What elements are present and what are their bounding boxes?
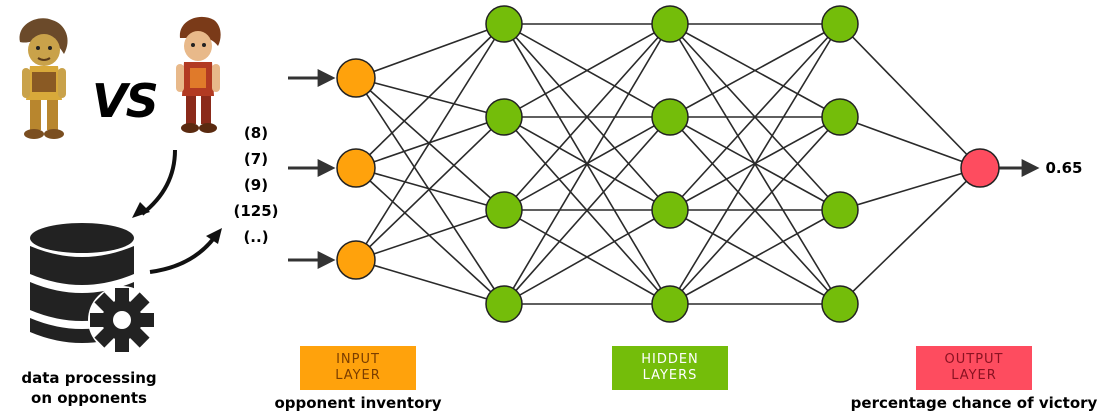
connection-line	[669, 209, 841, 305]
input-value: (..)	[243, 228, 269, 246]
curved-arrow-icon	[149, 236, 216, 274]
network-neurons	[336, 5, 1000, 323]
character-right-illustration	[176, 16, 221, 133]
input-neuron	[336, 58, 376, 98]
hidden-neuron	[651, 285, 689, 323]
hidden-neuron	[651, 191, 689, 229]
connection-line	[355, 259, 505, 305]
gear-icon	[88, 286, 156, 354]
connection-line	[669, 23, 841, 305]
hidden-neuron	[485, 5, 523, 43]
input-layer-label: LAYER	[335, 368, 381, 383]
connection-line	[355, 77, 505, 305]
connection-line	[503, 23, 671, 211]
connection-line	[839, 167, 981, 305]
arrow-head-icon	[132, 202, 150, 218]
input-neuron	[336, 148, 376, 188]
connection-line	[503, 209, 671, 305]
connection-line	[839, 116, 981, 169]
output-value: 0.65	[1045, 159, 1083, 177]
connection-line	[355, 209, 505, 261]
input-layer-box: INPUT LAYER	[300, 346, 416, 390]
hidden-neuron	[821, 5, 859, 43]
data-processing-caption: data processing on opponents	[14, 368, 164, 408]
input-value: (8)	[243, 124, 269, 142]
hidden-neuron	[821, 285, 859, 323]
input-layer-label: INPUT	[336, 352, 380, 367]
connection-line	[839, 23, 981, 169]
connection-line	[355, 77, 505, 211]
curved-arrow-icon	[140, 149, 177, 216]
vs-label: VS	[92, 74, 159, 128]
hidden-layers-box: HIDDEN LAYERS	[612, 346, 728, 390]
hidden-neuron	[485, 98, 523, 136]
hidden-neuron	[485, 285, 523, 323]
output-layer-label: LAYER	[951, 368, 997, 383]
connection-line	[355, 23, 505, 79]
connection-line	[355, 77, 505, 118]
connection-line	[669, 23, 841, 211]
connection-line	[669, 23, 841, 118]
input-neuron	[336, 240, 376, 280]
input-values-list: (8) (7) (9) (125) (..)	[226, 120, 286, 250]
output-layer-label: OUTPUT	[944, 352, 1004, 367]
input-value: (9)	[243, 176, 269, 194]
input-value: (7)	[243, 150, 269, 168]
data-processing-caption-line: data processing	[21, 369, 157, 387]
connection-line	[503, 116, 671, 305]
input-layer-caption: opponent inventory	[274, 394, 442, 412]
hidden-neuron	[821, 191, 859, 229]
character-left-illustration	[19, 18, 68, 139]
connection-line	[503, 23, 671, 305]
output-neuron	[960, 148, 1000, 188]
connection-line	[355, 116, 505, 261]
connection-line	[669, 116, 841, 305]
arrow-head-icon	[206, 228, 222, 244]
connection-line	[355, 167, 505, 305]
input-value: (125)	[233, 202, 279, 220]
hidden-neuron	[651, 98, 689, 136]
hidden-neuron	[821, 98, 859, 136]
output-layer-box: OUTPUT LAYER	[916, 346, 1032, 390]
connection-line	[839, 167, 981, 211]
hidden-neuron	[485, 191, 523, 229]
connection-line	[503, 23, 671, 118]
output-layer-caption: percentage chance of victory	[850, 394, 1098, 412]
data-processing-caption-line: on opponents	[31, 389, 147, 407]
hidden-neuron	[651, 5, 689, 43]
hidden-layers-label: LAYERS	[642, 368, 698, 383]
input-arrows	[288, 69, 336, 269]
connection-line	[355, 23, 505, 169]
network-connections	[355, 23, 981, 305]
hidden-layers-label: HIDDEN	[641, 352, 699, 367]
connection-line	[355, 23, 505, 261]
